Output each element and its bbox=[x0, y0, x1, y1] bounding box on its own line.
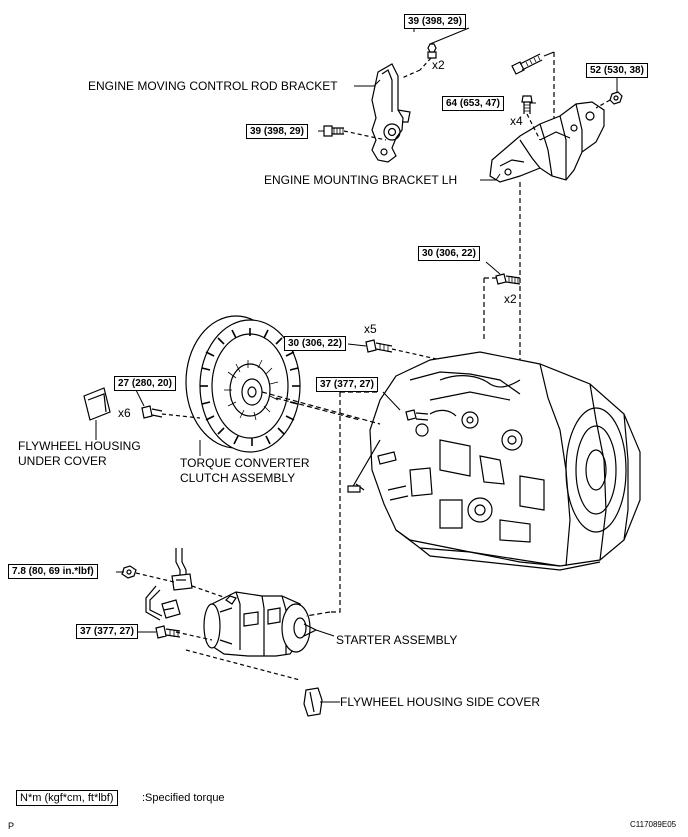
figure-code: C117089E05 bbox=[630, 820, 677, 829]
page-letter: P bbox=[8, 821, 15, 831]
dashed-37-line bbox=[330, 392, 341, 613]
torque-spec-30-left: 30 (306, 22) bbox=[284, 336, 346, 351]
engine-mounting-bracket-lh-drawing bbox=[489, 101, 605, 183]
flywheel-housing-under-cover-drawing bbox=[83, 387, 111, 421]
engine-moving-control-rod-bracket-drawing bbox=[371, 63, 411, 163]
bolt-top-rod-bracket bbox=[401, 43, 437, 79]
qty-x4: x4 bbox=[510, 114, 523, 128]
torque-spec-39-left: 39 (398, 29) bbox=[246, 124, 308, 139]
leader-lines bbox=[95, 27, 618, 703]
torque-spec-30-mid: 30 (306, 22) bbox=[418, 246, 480, 261]
bolt-27 bbox=[141, 405, 201, 419]
torque-spec-52: 52 (530, 38) bbox=[586, 63, 648, 78]
bolt-left-rod-bracket bbox=[323, 125, 387, 141]
label-torque-converter-line1: TORQUE CONVERTER bbox=[180, 456, 310, 470]
qty-x6: x6 bbox=[118, 406, 131, 420]
label-flywheel-housing-under-cover-line1: FLYWHEEL HOUSING bbox=[18, 439, 141, 453]
torque-spec-37-transaxle: 37 (377, 27) bbox=[316, 377, 378, 392]
torque-spec-64: 64 (653, 47) bbox=[442, 96, 504, 111]
bolt-64 bbox=[521, 95, 541, 141]
transaxle-drawing bbox=[347, 351, 641, 571]
qty-x2-top: x2 bbox=[432, 58, 445, 72]
label-starter-assembly: STARTER ASSEMBLY bbox=[336, 633, 458, 647]
legend-specified-torque: :Specified torque bbox=[142, 792, 225, 804]
label-engine-moving-control-rod-bracket: ENGINE MOVING CONTROL ROD BRACKET bbox=[88, 79, 338, 93]
label-engine-mounting-bracket-lh: ENGINE MOUNTING BRACKET LH bbox=[264, 173, 458, 187]
qty-x5: x5 bbox=[364, 322, 377, 336]
qty-x2-mid: x2 bbox=[504, 292, 517, 306]
bolt-30-mid bbox=[495, 273, 521, 285]
starter-assembly-drawing bbox=[203, 591, 318, 657]
torque-spec-7-8: 7.8 (80, 69 in.*lbf) bbox=[8, 564, 98, 579]
label-flywheel-housing-side-cover: FLYWHEEL HOUSING SIDE COVER bbox=[340, 695, 541, 709]
torque-spec-37-starter: 37 (377, 27) bbox=[76, 624, 138, 639]
nut-52 bbox=[595, 91, 623, 109]
bolt-37-starter bbox=[155, 625, 181, 639]
label-torque-converter-line2: CLUTCH ASSEMBLY bbox=[180, 471, 296, 485]
starter-wire-harness bbox=[145, 548, 193, 621]
torque-spec-27: 27 (280, 20) bbox=[114, 376, 176, 391]
flywheel-housing-side-cover-drawing bbox=[303, 687, 323, 717]
legend-torque-units: N*m (kgf*cm, ft*lbf) bbox=[16, 790, 118, 806]
torque-converter-drawing bbox=[185, 315, 301, 453]
bolt-37-transaxle bbox=[405, 409, 429, 421]
bolt-mount-bracket-diagonal bbox=[511, 51, 555, 118]
torque-spec-39-top: 39 (398, 29) bbox=[404, 14, 466, 29]
label-flywheel-housing-under-cover-line2: UNDER COVER bbox=[18, 454, 107, 468]
